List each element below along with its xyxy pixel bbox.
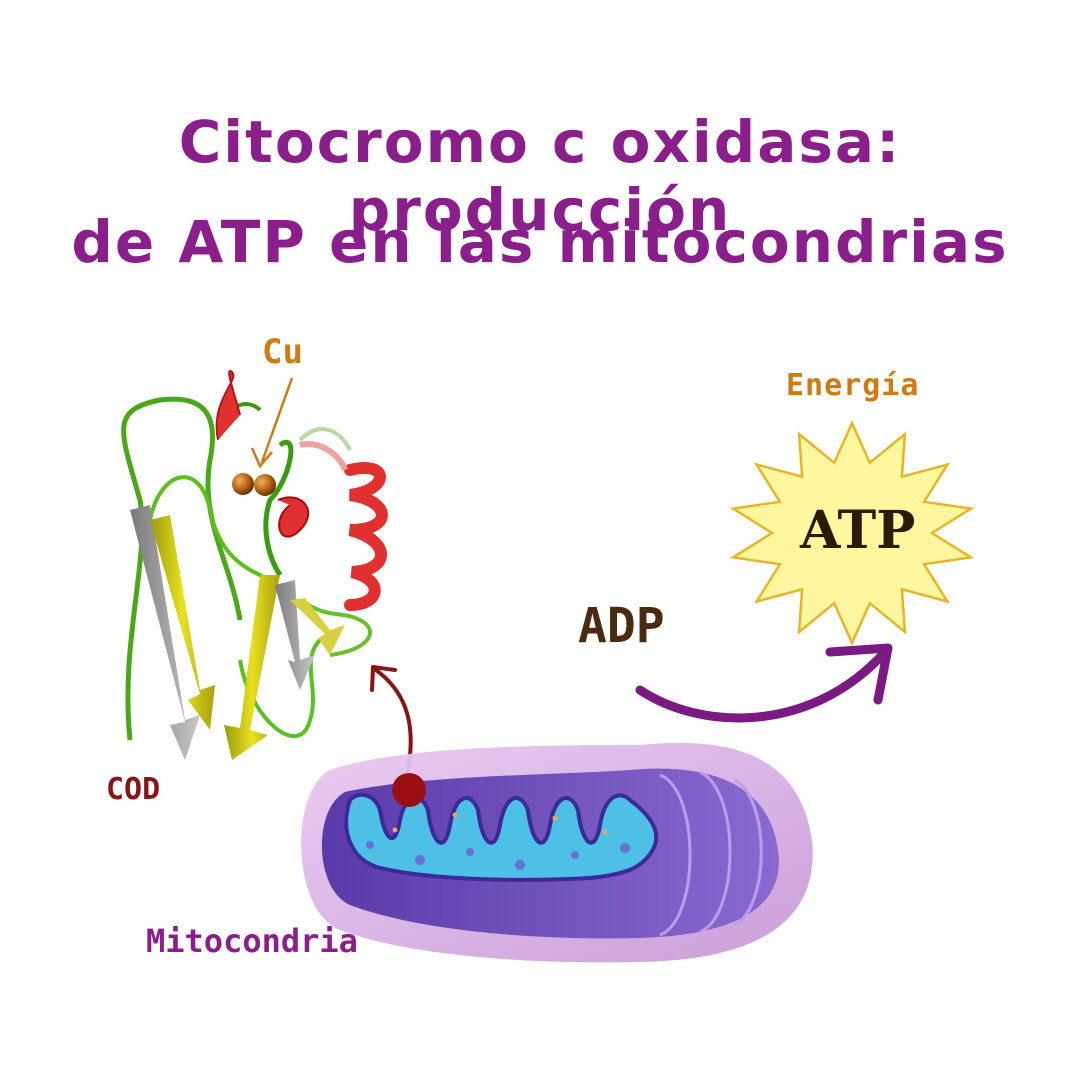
mitochondria-rib-1	[659, 773, 692, 937]
cod-label: COD	[106, 772, 161, 807]
beta-strand-4	[275, 580, 315, 690]
protein-loop-2	[148, 475, 271, 582]
adp-to-atp-arrow	[635, 643, 893, 723]
beta-strand-5	[290, 598, 345, 655]
mitochondria-rib-2	[699, 770, 732, 934]
protein-loop-7	[298, 427, 352, 451]
protein-loop-4	[263, 439, 294, 577]
matrix-particle	[392, 827, 398, 833]
cu-label: Cu	[262, 332, 303, 372]
matrix-particle	[366, 841, 374, 849]
atp-label: ATP	[800, 500, 916, 561]
alpha-helix-top	[215, 370, 241, 441]
protein-loop-1	[121, 396, 243, 741]
copper-atom-1	[232, 473, 254, 495]
matrix-particle	[602, 829, 608, 835]
copper-atom-2	[254, 474, 276, 496]
matrix-particle	[552, 815, 558, 821]
mitocondria-label: Mitocondria	[146, 922, 358, 960]
energia-label: Energía	[786, 368, 920, 403]
protein-structure	[121, 370, 388, 760]
beta-strand-3	[224, 575, 280, 760]
helix-connector	[299, 441, 348, 472]
title-line-2: de ATP en las mitocondrias	[71, 208, 1009, 276]
matrix-particle	[415, 855, 425, 865]
matrix-particle	[620, 843, 630, 853]
title-line-1: Citocromo c oxidasa: producción	[178, 108, 902, 244]
mitochondria-illustration	[301, 742, 813, 963]
protein-loop-5	[298, 598, 372, 657]
cod-marker-dot	[392, 773, 426, 807]
alpha-helix-mid	[277, 496, 310, 538]
beta-strand-1	[130, 505, 200, 760]
alpha-helix-right	[344, 462, 388, 611]
adp-label: ADP	[578, 598, 665, 654]
mitochondria-rib-3	[734, 778, 763, 927]
matrix-particle	[466, 848, 474, 856]
atp-starburst	[729, 420, 975, 646]
beta-strand-2	[150, 515, 215, 730]
matrix-particle	[515, 860, 525, 870]
matrix-particle	[571, 851, 579, 859]
cu-pointer-arrow	[250, 377, 294, 469]
matrix-particle	[452, 812, 458, 818]
